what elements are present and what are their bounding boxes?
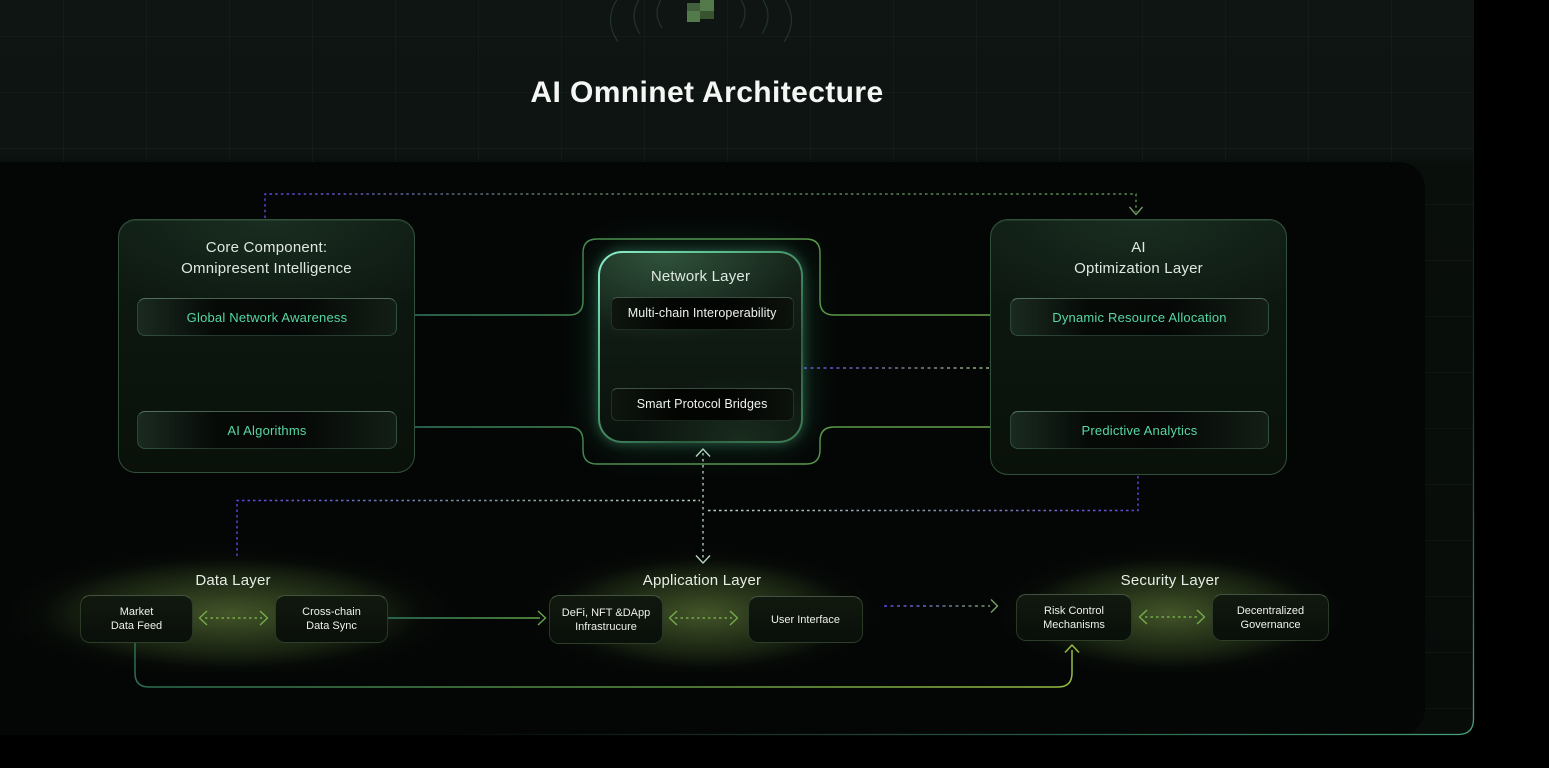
user-interface-node: User Interface [748, 596, 863, 643]
dynamic-resource-allocation-node: Dynamic Resource Allocation [1010, 298, 1269, 336]
decentralized-governance-node: Decentralized Governance [1212, 594, 1329, 641]
smart-protocol-bridges-node: Smart Protocol Bridges [610, 387, 794, 421]
network-layer-title: Network Layer [650, 267, 751, 285]
core-component-card: Core Component: Omnipresent Intelligence… [118, 219, 415, 473]
defi-nft-dapp-node: DeFi, NFT &DApp Infrastrucure [549, 595, 663, 644]
global-network-awareness-node: Global Network Awareness [137, 298, 397, 336]
predictive-analytics-node: Predictive Analytics [1010, 411, 1269, 449]
ai-optimization-title: AI Optimization Layer [1074, 239, 1203, 277]
network-layer-box: Network Layer Multi-chain Interoperabili… [598, 251, 803, 443]
cross-chain-data-sync-node: Cross-chain Data Sync [275, 595, 388, 643]
multichain-interoperability-node: Multi-chain Interoperability [610, 296, 794, 330]
security-layer-title: Security Layer [1120, 572, 1220, 589]
page-title: AI Omninet Architecture [530, 76, 884, 109]
risk-control-mechanisms-node: Risk Control Mechanisms [1016, 594, 1132, 641]
data-layer-title: Data Layer [195, 572, 271, 589]
core-component-title: Core Component: Omnipresent Intelligence [181, 239, 352, 277]
application-layer-title: Application Layer [642, 572, 762, 589]
ai-algorithms-node: AI Algorithms [137, 411, 397, 449]
market-data-feed-node: Market Data Feed [80, 595, 193, 643]
ai-optimization-card: AI Optimization Layer Dynamic Resource A… [990, 219, 1287, 475]
